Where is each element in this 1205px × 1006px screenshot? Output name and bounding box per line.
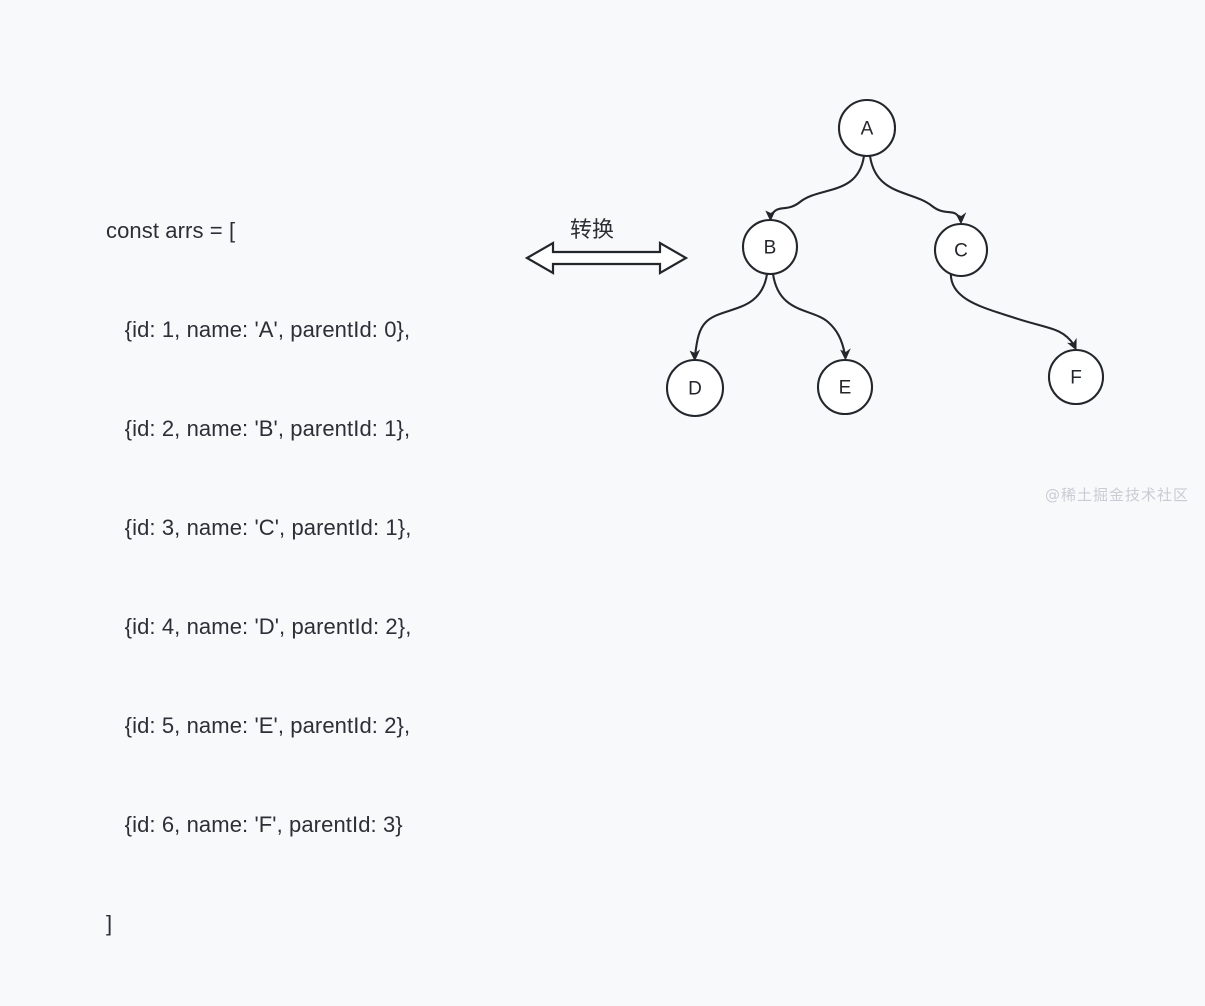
node-circle [816, 358, 874, 416]
tree-node-f[interactable]: F [1047, 348, 1105, 406]
node-circle [741, 218, 799, 276]
edge-b-to-e [771, 272, 847, 357]
node-circle [933, 222, 989, 278]
arrowhead-a-to-b [765, 209, 776, 222]
tree-node-e[interactable]: E [816, 358, 874, 416]
code-line: ] [106, 911, 113, 936]
node-label-b: B [764, 238, 777, 259]
edge-a-to-c [868, 154, 962, 221]
node-circle [1047, 348, 1105, 406]
edge-b-to-d [693, 272, 769, 358]
code-line: const arrs = [ [106, 218, 236, 243]
arrowhead-a-to-c [955, 212, 967, 225]
tree-node-b[interactable]: B [741, 218, 799, 276]
node-label-e: E [839, 378, 852, 399]
bidirectional-arrow-icon [524, 241, 689, 275]
edge-a-to-b [769, 154, 866, 218]
diagram-canvas: const arrs = [ {id: 1, name: 'A', parent… [106, 98, 1189, 936]
arrowhead-b-to-d [689, 349, 701, 362]
node-circle [665, 358, 725, 418]
transform-arrow-layer [524, 241, 689, 275]
code-line: {id: 5, name: 'E', parentId: 2}, [106, 713, 411, 738]
node-circle [837, 98, 897, 158]
watermark: @稀土掘金技术社区 [1044, 486, 1189, 504]
code-line: {id: 4, name: 'D', parentId: 2}, [106, 614, 412, 639]
transform-label: 转换 [570, 218, 615, 243]
tree-node-a[interactable]: A [837, 98, 897, 158]
node-label-d: D [688, 379, 702, 400]
code-line: {id: 2, name: 'B', parentId: 1}, [106, 416, 411, 441]
arrowhead-b-to-e [840, 348, 851, 361]
tree-node-c[interactable]: C [933, 222, 989, 278]
tree-node-d[interactable]: D [665, 358, 725, 418]
node-label-f: F [1070, 368, 1082, 389]
code-line: {id: 1, name: 'A', parentId: 0}, [106, 317, 411, 342]
node-label-a: A [861, 119, 874, 140]
edge-c-to-f [949, 269, 1076, 347]
arrowhead-c-to-f [1067, 337, 1077, 351]
tree-diagram: A B C D E F [665, 98, 1105, 418]
code-line: {id: 6, name: 'F', parentId: 3} [106, 812, 403, 837]
node-label-c: C [954, 241, 968, 262]
